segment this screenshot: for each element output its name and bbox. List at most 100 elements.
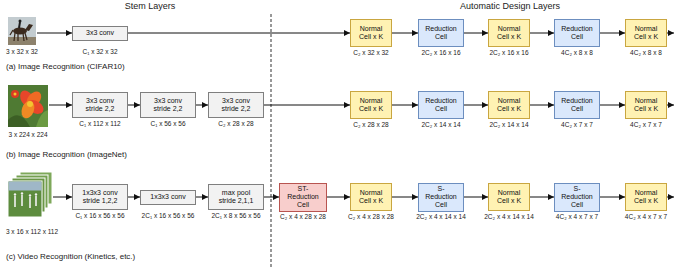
cell-text: 1x3x3 conv stride 1,2,2 [79, 189, 121, 205]
cell-text: 3x3 conv stride 2,2 [215, 97, 257, 113]
reduction-cell-box: S-Reduction Cell [554, 183, 600, 212]
cell-text: Reduction Cell [558, 97, 596, 113]
normal-cell-box: Normal Cell x K [350, 19, 392, 47]
flow-arrow [196, 197, 208, 198]
flow-arrow [196, 105, 208, 106]
normal-cell-box: Normal Cell x K [350, 91, 392, 119]
flow-arrow [327, 197, 350, 198]
dimension-label: 4C₂ x 7 x 7 [561, 121, 593, 129]
flow-arrow [464, 33, 488, 34]
stem-conv-box: 1x3x3 conv stride 1,2,2 [72, 184, 128, 210]
reduction-cell-box: Reduction Cell [554, 19, 600, 47]
output-arrow [667, 33, 674, 34]
cell-text: Normal Cell x K [630, 25, 662, 41]
video-frame [8, 181, 42, 217]
flow-arrow [392, 33, 418, 34]
normal-cell-box: Normal Cell x K [488, 19, 530, 47]
cell-text: Normal Cell x K [355, 189, 387, 205]
dimension-label: 2C₂ x 16 x 16 [489, 49, 528, 57]
reduction-cell-box: S-Reduction Cell [418, 183, 464, 212]
small-flower [11, 90, 19, 98]
cell-text: 3x3 conv stride 2,2 [79, 97, 121, 113]
section-title: Stem Layers [125, 1, 176, 12]
flow-arrow [128, 105, 140, 106]
flow-arrow [464, 197, 488, 198]
dimension-label: 2C₂ x 14 x 14 [489, 121, 528, 129]
normal-cell-box: Normal Cell x K [488, 91, 530, 119]
dimension-label: C₂ x 4 x 28 x 28 [348, 213, 394, 221]
flow-arrow [600, 33, 625, 34]
dimension-label: 4C₂ x 8 x 8 [561, 49, 593, 57]
flow-arrow [530, 105, 554, 106]
dimension-label: 4C₂ x 8 x 8 [630, 49, 662, 57]
cell-text: 3x3 conv [86, 29, 114, 37]
divider-line [271, 14, 272, 268]
dimension-label: 2C₂ x 16 x 16 [421, 49, 460, 57]
normal-cell-box: Normal Cell x K [625, 91, 667, 119]
flow-arrow [530, 33, 554, 34]
dimension-label: 2C₂ x 14 x 14 [421, 121, 460, 129]
cell-text: 1x3x3 conv [150, 193, 185, 201]
section-title: Automatic Design Layers [460, 1, 560, 12]
cell-text: max pool stride 2,1,1 [215, 189, 257, 205]
flow-arrow [600, 105, 625, 106]
cell-text: S-Reduction Cell [422, 185, 460, 209]
stem-conv-box: 3x3 conv stride 2,2 [208, 92, 264, 118]
player-head [29, 194, 31, 196]
stem-conv-box: 3x3 conv [72, 26, 128, 41]
normal-cell-box: Normal Cell x K [625, 19, 667, 47]
output-arrow [667, 197, 674, 198]
cell-text: Reduction Cell [422, 25, 460, 41]
flow-arrow [600, 197, 625, 198]
dimension-label: C₂ x 28 x 28 [353, 121, 388, 129]
output-arrow [667, 105, 674, 106]
input-arrow [37, 33, 72, 34]
stem-conv-box: max pool stride 2,1,1 [208, 184, 264, 210]
cell-text: S-Reduction Cell [558, 185, 596, 209]
cell-text: Normal Cell x K [493, 97, 525, 113]
flow-arrow [128, 197, 140, 198]
cell-text: Reduction Cell [422, 97, 460, 113]
player-head [14, 193, 16, 195]
reduction-cell-box: Reduction Cell [418, 91, 464, 119]
dimension-label: 2C₁ x 8 x 56 x 56 [211, 212, 260, 220]
dimension-label: C₂ x 4 x 28 x 28 [280, 213, 326, 221]
cell-text: Normal Cell x K [355, 25, 387, 41]
row-caption: (b) Image Recognition (ImageNet) [6, 150, 127, 160]
cell-text: 3x3 conv stride 2,2 [147, 97, 189, 113]
image-background [8, 85, 48, 127]
dimension-label: 2C₂ x 4 x 14 x 14 [484, 213, 534, 221]
cell-text: ST-Reduction Cell [282, 185, 324, 209]
normal-cell-box: Normal Cell x K [350, 183, 392, 211]
cell-text: Normal Cell x K [493, 189, 525, 205]
normal-cell-box: Normal Cell x K [625, 183, 667, 211]
horse-head [25, 24, 33, 31]
cell-text: Normal Cell x K [630, 189, 662, 205]
flower-center [27, 101, 33, 107]
horse-legs [10, 30, 27, 41]
frame-sky [9, 182, 42, 191]
input-arrow [49, 105, 72, 106]
dimension-label: C₁ x 56 x 56 [150, 120, 185, 128]
flower-image [8, 85, 48, 127]
player-head [35, 193, 37, 195]
video-frames-image [8, 172, 52, 217]
row-caption: (c) Video Recognition (Kinetics, etc.) [6, 252, 135, 262]
dimension-label: C₂ x 32 x 32 [353, 49, 388, 57]
row-caption: (a) Image Recognition (CIFAR10) [6, 62, 125, 72]
normal-cell-box: Normal Cell x K [488, 183, 530, 211]
input-size-label: 3 x 224 x 224 [8, 131, 47, 139]
cell-text: Reduction Cell [558, 25, 596, 41]
flow-arrow [264, 197, 279, 198]
stem-conv-box: 1x3x3 conv [140, 190, 196, 205]
stem-conv-box: 3x3 conv stride 2,2 [140, 92, 196, 118]
dimension-label: 2C₂ x 4 x 14 x 14 [416, 213, 466, 221]
dimension-label: 2C₁ x 16 x 56 x 56 [142, 212, 195, 220]
image-ground [8, 37, 36, 45]
flow-arrow [392, 105, 418, 106]
reduction-cell-box: Reduction Cell [418, 19, 464, 47]
input-size-label: 3 x 32 x 32 [6, 48, 38, 56]
rider-head [19, 20, 22, 23]
dimension-label: 4C₂ x 4 x 7 x 7 [556, 213, 598, 221]
